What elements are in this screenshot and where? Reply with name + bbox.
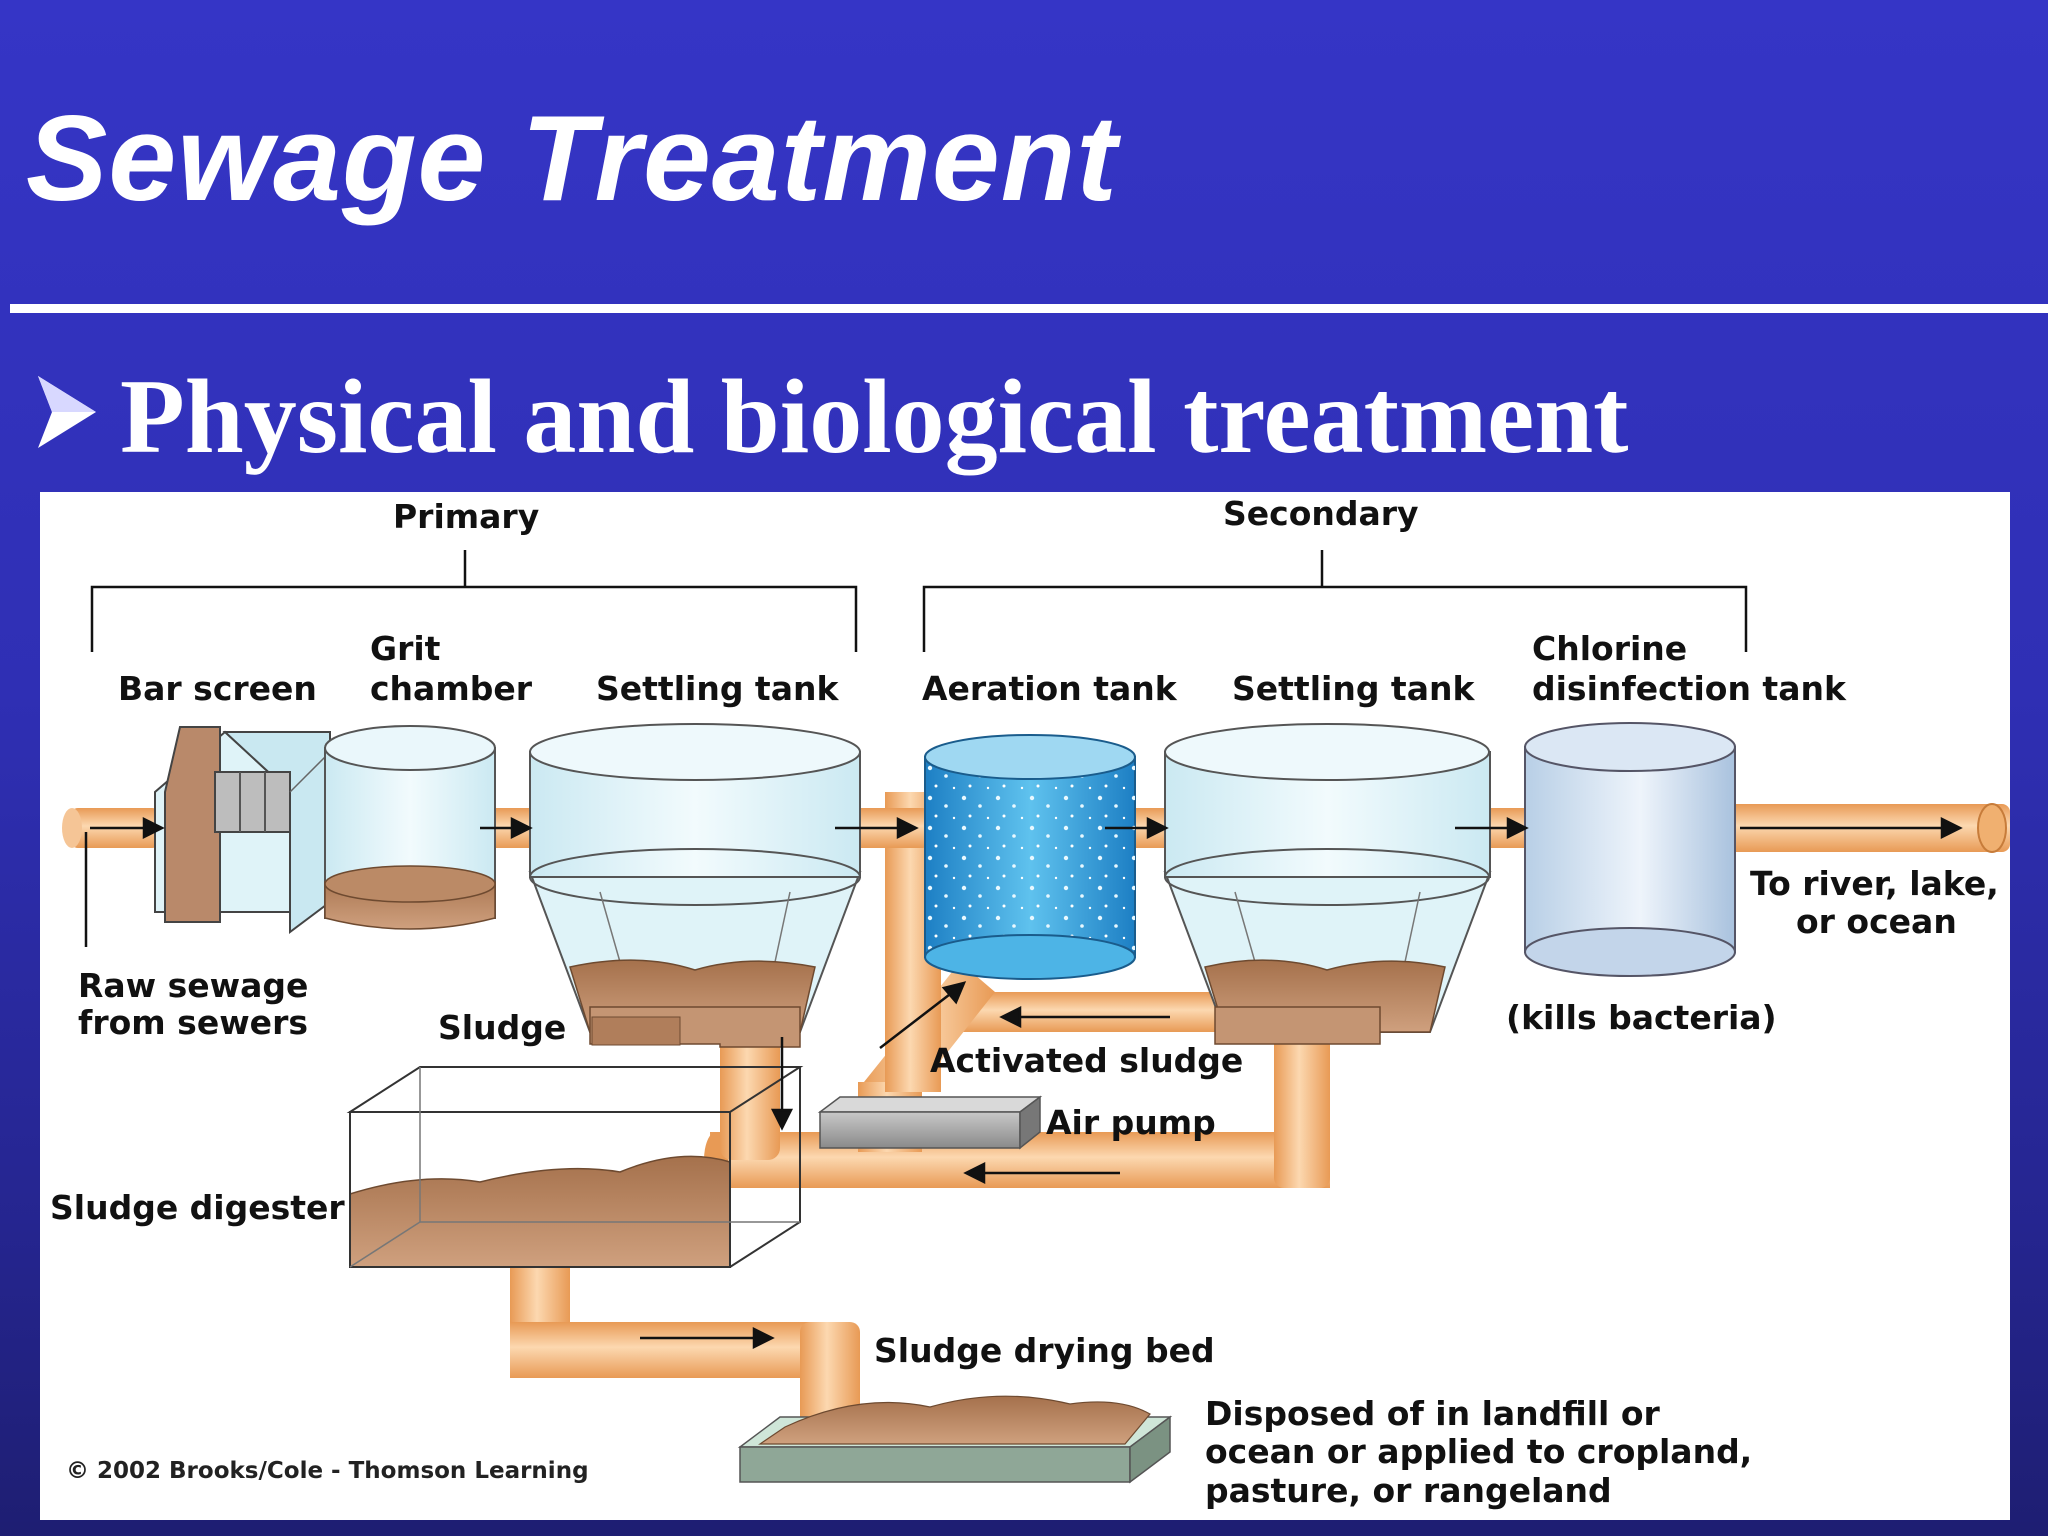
diagram-panel: Primary Secondary Bar screen Grit chambe… bbox=[40, 492, 2010, 1520]
outlet-label-line1: To river, lake, bbox=[1750, 864, 1999, 903]
bullet-arrow-icon bbox=[38, 376, 96, 448]
disposal-label-line2: ocean or applied to cropland, bbox=[1205, 1432, 1752, 1471]
flow-arrows bbox=[90, 816, 1963, 1350]
air-pump-label: Air pump bbox=[1046, 1103, 1216, 1142]
activated-sludge-label: Activated sludge bbox=[930, 1041, 1243, 1080]
copyright-notice: © 2002 Brooks/Cole - Thomson Learning bbox=[66, 1458, 589, 1484]
aeration-tank bbox=[924, 734, 1136, 980]
air-pump bbox=[817, 1095, 1043, 1150]
primary-settling-tank-label: Settling tank bbox=[596, 669, 839, 708]
primary-settling-tank bbox=[528, 723, 862, 1048]
disposal-label-line3: pasture, or rangeland bbox=[1205, 1471, 1612, 1510]
secondary-settling-tank bbox=[1163, 723, 1492, 1045]
chlorine-disinfection-tank bbox=[1524, 722, 1736, 977]
chlorine-tank-label-line1: Chlorine bbox=[1532, 629, 1687, 668]
bar-screen-label: Bar screen bbox=[118, 669, 317, 708]
bullet-text: Physical and biological treatment bbox=[120, 358, 1629, 475]
disposal-label-line1: Disposed of in landfill or bbox=[1205, 1394, 1661, 1433]
title-divider bbox=[10, 304, 2048, 313]
sludge-drying-bed bbox=[737, 1395, 1173, 1484]
sludge-digester bbox=[346, 1066, 804, 1268]
outlet-label-line2: or ocean bbox=[1796, 902, 1957, 941]
secondary-bracket bbox=[922, 550, 1748, 652]
secondary-label: Secondary bbox=[1223, 494, 1419, 533]
chlorine-tank-label-line2: disinfection tank bbox=[1532, 669, 1847, 708]
raw-sewage-label-line2: from sewers bbox=[78, 1003, 308, 1042]
slide-title: Sewage Treatment bbox=[26, 90, 1118, 226]
sewage-treatment-diagram: Primary Secondary Bar screen Grit chambe… bbox=[50, 494, 2010, 1510]
grit-chamber bbox=[324, 725, 496, 930]
aeration-tank-label: Aeration tank bbox=[922, 669, 1178, 708]
grit-chamber-label-line2: chamber bbox=[370, 669, 533, 708]
secondary-settling-tank-label: Settling tank bbox=[1232, 669, 1475, 708]
grit-chamber-label-line1: Grit bbox=[370, 629, 441, 668]
sludge-digester-label: Sludge digester bbox=[50, 1188, 345, 1227]
bar-screen bbox=[154, 726, 331, 934]
primary-bracket bbox=[90, 550, 858, 652]
kills-bacteria-label: (kills bacteria) bbox=[1506, 998, 1777, 1037]
primary-label: Primary bbox=[393, 497, 539, 536]
sludge-drying-bed-label: Sludge drying bed bbox=[874, 1331, 1215, 1370]
raw-sewage-label-line1: Raw sewage bbox=[78, 966, 308, 1005]
sludge-label: Sludge bbox=[438, 1008, 566, 1047]
